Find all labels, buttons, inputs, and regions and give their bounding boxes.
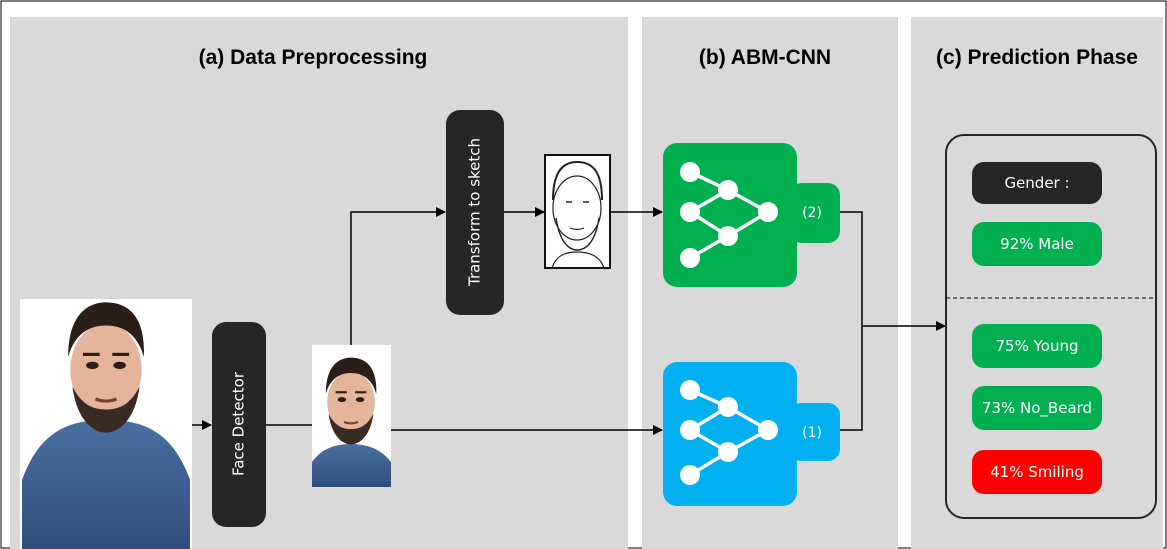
prediction-box	[945, 134, 1157, 519]
attribute-nobeard-text: 73% No_Beard	[982, 399, 1092, 418]
gender-result-text: 92% Male	[1000, 235, 1074, 253]
panel-a-title: (a) Data Preprocessing	[199, 46, 428, 69]
attribute-smiling-text: 41% Smiling	[990, 463, 1084, 481]
panel-b-title: (b) ABM-CNN	[699, 46, 831, 69]
gender-header-pill: Gender :	[972, 162, 1102, 204]
sketch-face-image	[544, 154, 611, 269]
attribute-nobeard-pill: 73% No_Beard	[972, 386, 1102, 430]
cnn-sketch-label: (2)	[802, 205, 822, 221]
network-node-icon	[680, 380, 778, 485]
face-detector-box	[212, 322, 266, 527]
panel-c-title: (c) Prediction Phase	[936, 46, 1138, 69]
cnn-sketch-network: (2)	[663, 143, 840, 287]
gender-result-pill: 92% Male	[972, 222, 1102, 266]
attribute-smiling-pill: 41% Smiling	[972, 450, 1102, 494]
arrow-crop-to-sketch-transform	[350, 207, 446, 345]
transform-to-sketch-label: Transform to sketch	[466, 138, 484, 287]
attribute-young-pill: 75% Young	[972, 324, 1102, 368]
attribute-young-text: 75% Young	[996, 337, 1079, 355]
gender-header-text: Gender :	[1004, 174, 1069, 192]
merge-connector	[840, 211, 863, 431]
cropped-face-image	[312, 345, 391, 487]
cnn-rgb-label: (1)	[802, 425, 822, 441]
network-node-icon	[680, 162, 778, 268]
input-photo	[20, 299, 192, 549]
transform-to-sketch-box	[446, 110, 504, 315]
face-detector-label: Face Detector	[230, 371, 248, 476]
cnn-rgb-network: (1)	[663, 362, 840, 506]
